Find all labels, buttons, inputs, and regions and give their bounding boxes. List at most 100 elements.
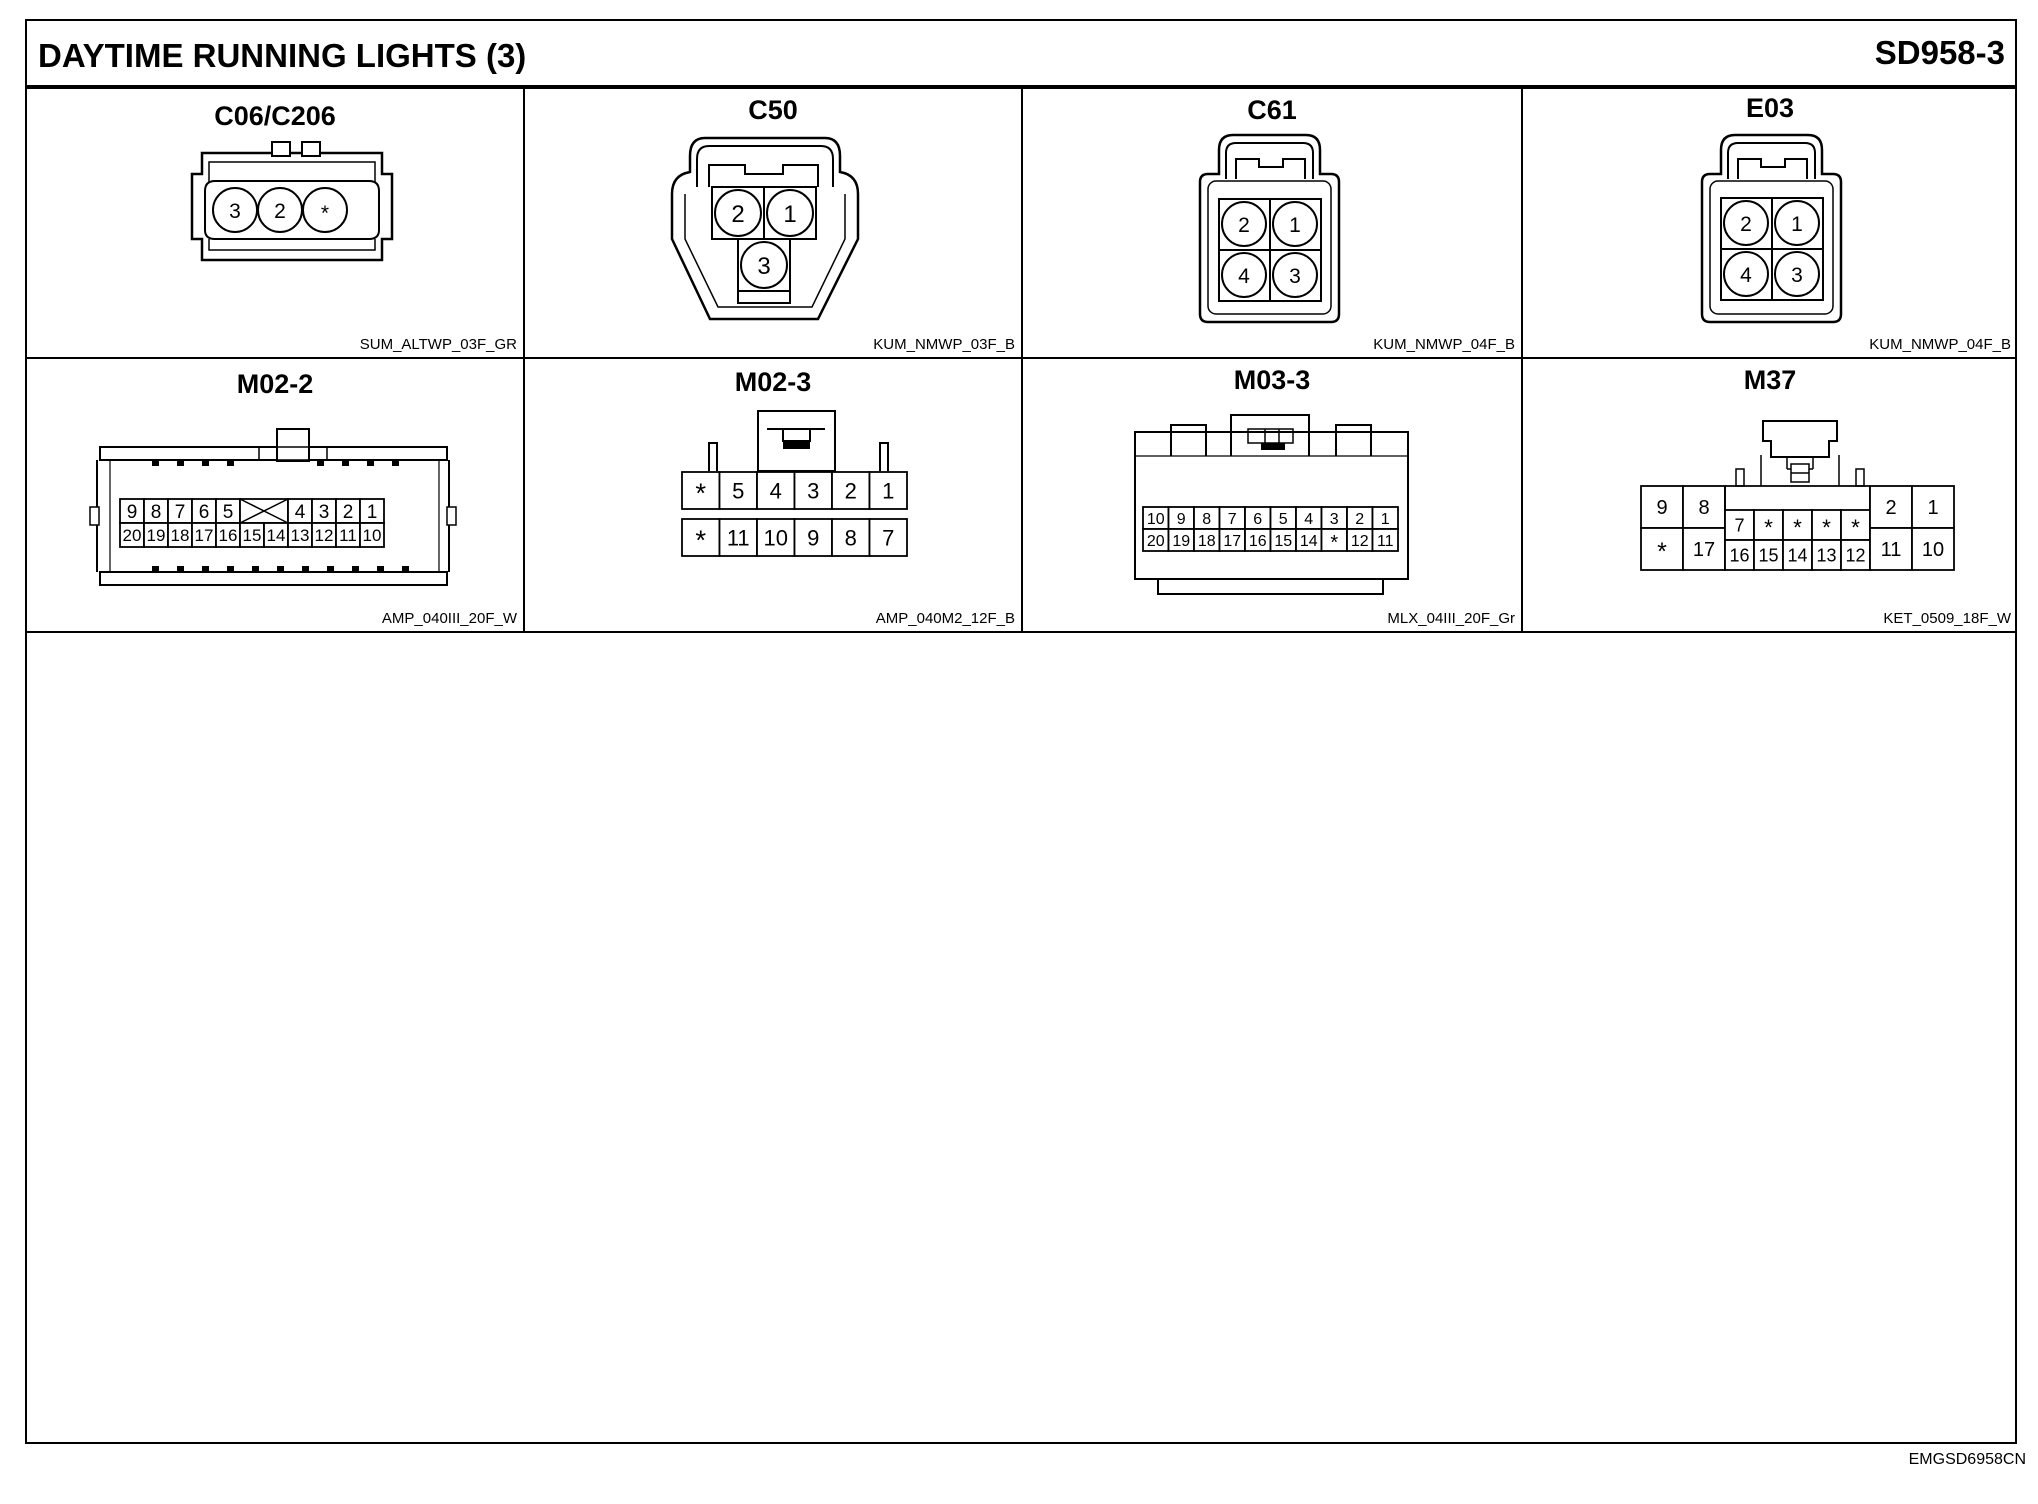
pin-label: 15 <box>1274 533 1292 550</box>
pin-cell <box>793 518 833 557</box>
pin-label: 5 <box>732 478 744 503</box>
pin-label: 17 <box>1693 539 1715 561</box>
connector-code: KET_0509_18F_W <box>1883 610 2011 627</box>
pin-cell <box>239 522 265 548</box>
pin-cell <box>1911 527 1955 571</box>
connector-code: KUM_NMWP_04F_B <box>1373 336 1515 353</box>
pin-label: 2 <box>1885 497 1896 519</box>
pin-label: 4 <box>770 478 782 503</box>
pin-label: 8 <box>1698 497 1709 519</box>
pin-label: * <box>695 525 706 556</box>
pin-cell <box>167 498 193 524</box>
pin-label: * <box>1764 515 1773 540</box>
connector-name: M37 <box>1743 365 1797 395</box>
pin-label: 4 <box>295 502 306 523</box>
pin-label: 11 <box>339 526 357 545</box>
pin-label: * <box>1851 515 1860 540</box>
pin-label: 17 <box>195 526 214 545</box>
pin-cell <box>1682 527 1726 571</box>
pin-label: 20 <box>1147 533 1165 550</box>
pin-cell <box>167 522 193 548</box>
pin-label: 6 <box>1253 511 1262 528</box>
connector-e03: E03 2 1 4 3 KUM_NMWP_04F_B <box>1523 89 2017 359</box>
connector-name: M02-2 <box>236 369 314 399</box>
page-header: DAYTIME RUNNING LIGHTS (3) SD958-3 <box>27 21 2015 89</box>
connector-code: SUM_ALTWP_03F_GR <box>359 336 517 353</box>
pin-cell <box>718 518 758 557</box>
pin-label: 15 <box>243 526 262 545</box>
connector-name: C06/C206 <box>214 101 336 131</box>
pin-label: 6 <box>199 502 210 523</box>
pin-cell <box>681 518 721 557</box>
connector-code: MLX_04III_20F_Gr <box>1387 610 1515 627</box>
pin-label: 2 <box>343 502 354 523</box>
pin-cell <box>1753 539 1784 571</box>
pin-cell <box>119 522 145 548</box>
pin-label: 7 <box>175 502 186 523</box>
pin-label: 2 <box>1238 214 1250 237</box>
pin-label: 3 <box>807 478 819 503</box>
connector-e03-drawing: 2 1 4 3 <box>1700 133 1843 324</box>
pin-label: 1 <box>1381 511 1390 528</box>
pin-label: 3 <box>319 502 330 523</box>
pin-label: 5 <box>223 502 234 523</box>
pin-label: 1 <box>1289 214 1301 237</box>
pin-label: 10 <box>1147 511 1165 528</box>
connector-name: M03-3 <box>1233 365 1311 395</box>
diagram-frame: DAYTIME RUNNING LIGHTS (3) SD958-3 C06/C… <box>25 19 2017 1444</box>
pin-label: 3 <box>229 200 241 223</box>
connector-name: C50 <box>748 95 798 125</box>
pin-label: 12 <box>1845 545 1865 565</box>
pin-label: 15 <box>1758 545 1778 565</box>
pin-cell <box>1724 509 1755 541</box>
connector-c50: C50 2 1 3 KUM_NMWP_03F_B <box>525 89 1023 359</box>
pin-label: 1 <box>882 478 894 503</box>
pin-label: 18 <box>171 526 190 545</box>
pin-label: 11 <box>727 525 750 550</box>
pin-label: 9 <box>127 502 138 523</box>
pin-label: 19 <box>1172 533 1190 550</box>
pin-label: * <box>321 202 329 225</box>
connector-c61: C61 2 1 4 3 KUM_NMWP_04F_B <box>1023 89 1523 359</box>
pin-label: 17 <box>1223 533 1241 550</box>
pin-label: 1 <box>1927 497 1938 519</box>
pin-label: 8 <box>151 502 162 523</box>
connector-c50-drawing: 2 1 3 <box>670 136 860 321</box>
pin-label: 3 <box>1289 265 1301 288</box>
pin-label: 4 <box>1238 265 1250 288</box>
pin-cell <box>1371 528 1399 552</box>
pin-cell <box>793 471 833 510</box>
pin-label: 1 <box>783 201 796 228</box>
pin-label: 9 <box>807 525 819 550</box>
pin-label: * <box>1330 532 1338 554</box>
pin-label: * <box>695 478 706 509</box>
pin-cell <box>1682 485 1726 529</box>
pin-label: 10 <box>764 525 788 550</box>
connector-name: C61 <box>1247 95 1297 125</box>
pin-label: 19 <box>147 526 166 545</box>
pin-label: 20 <box>123 526 142 545</box>
pin-label: 3 <box>757 253 770 280</box>
connector-code: AMP_040III_20F_W <box>381 610 517 627</box>
connector-name: E03 <box>1745 93 1795 123</box>
pin-label: 2 <box>845 478 857 503</box>
pin-cell <box>718 471 758 510</box>
connector-name: M02-3 <box>734 367 812 397</box>
pin-label: 2 <box>1355 511 1364 528</box>
page-id: SD958-3 <box>1874 34 2005 71</box>
pin-cell <box>868 518 908 557</box>
pin-label: * <box>1822 515 1831 540</box>
pin-cell <box>1782 539 1813 571</box>
pin-label: 11 <box>1377 533 1394 550</box>
pin-label: 7 <box>1228 511 1237 528</box>
pin-label: 2 <box>274 200 286 223</box>
